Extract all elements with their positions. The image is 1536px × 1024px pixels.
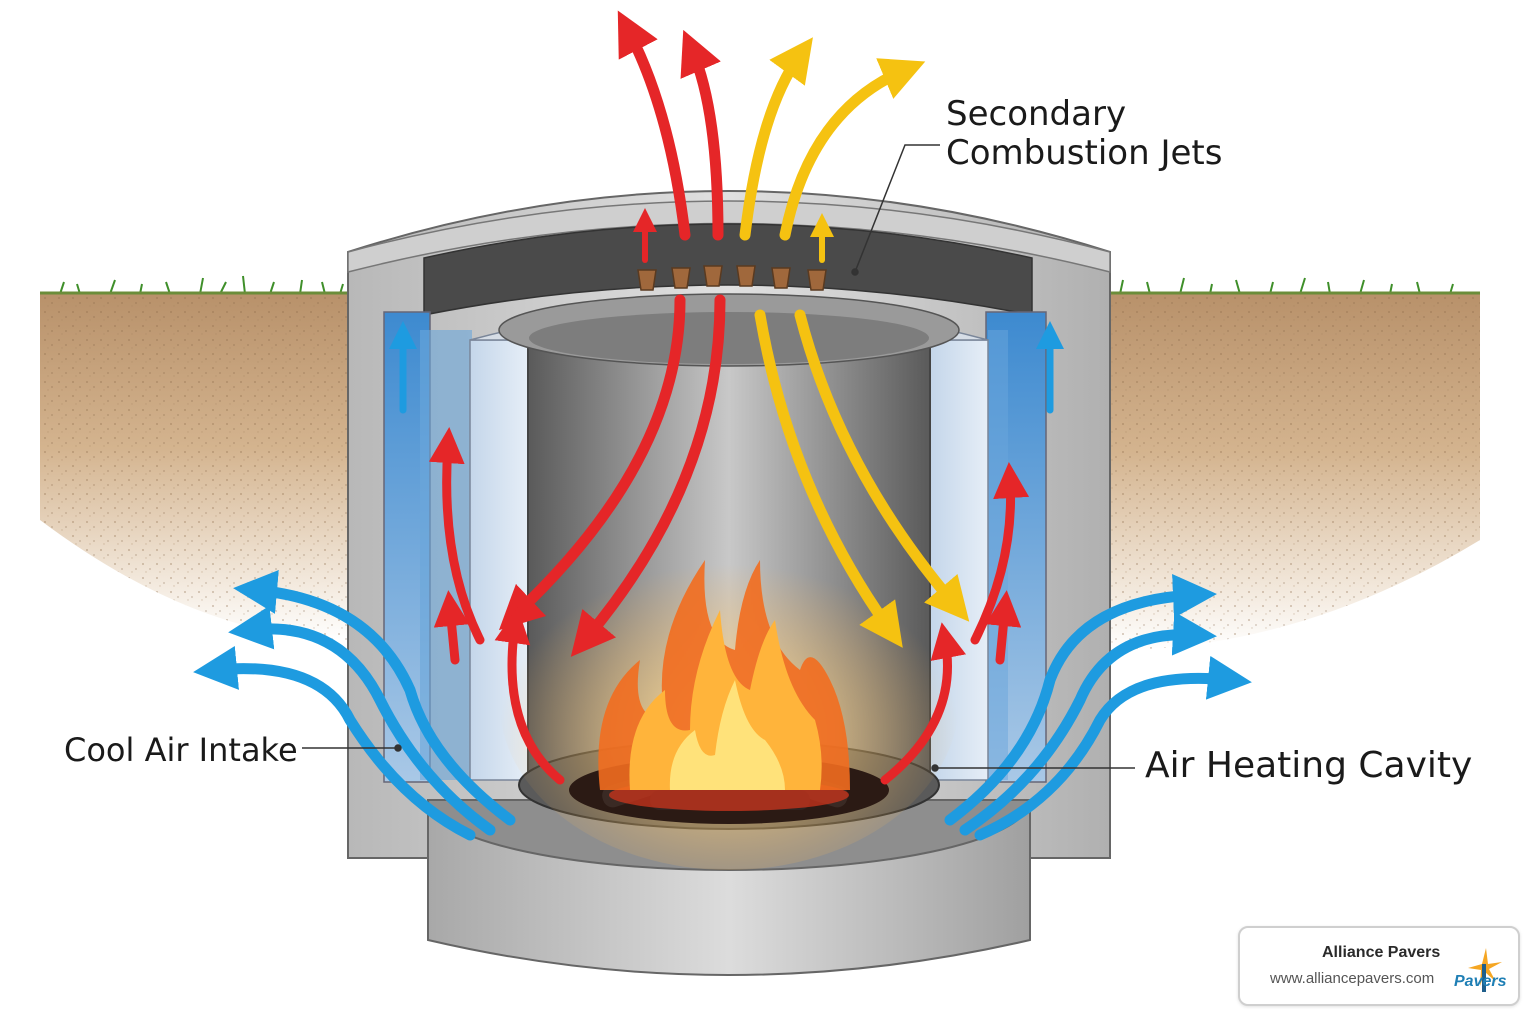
hot-air-arrow <box>880 622 967 785</box>
soil-left <box>40 292 350 640</box>
cool-air-arrow <box>228 605 496 836</box>
cool-air-arrow <box>193 646 476 841</box>
hot-air-arrow <box>498 294 686 631</box>
cool-air-intake-label: Cool Air Intake <box>64 731 298 769</box>
hot-air-arrow <box>428 427 485 645</box>
hot-air-arrow <box>985 590 1022 665</box>
flame-gas-flow-arrows <box>739 37 970 648</box>
secondary-combustion-jets-label-line2: Combustion Jets <box>946 133 1222 173</box>
hot-air-arrow <box>680 29 724 241</box>
hot-air-arrow <box>617 10 691 241</box>
badge-company-name: Alliance Pavers <box>1322 944 1441 961</box>
hot-air-flow-arrows <box>428 10 1030 785</box>
alliance-pavers-badge[interactable]: Alliance Pavers www.alliancepavers.com P… <box>1238 926 1520 1006</box>
secondary-combustion-jets-label-line1: Secondary <box>946 94 1126 134</box>
soil-right <box>1110 292 1480 650</box>
secondary-jets-leader <box>854 144 940 273</box>
hot-air-arrow <box>570 294 726 657</box>
leader-lines <box>302 144 1135 772</box>
flames <box>598 560 850 790</box>
cool-air-arrow <box>233 569 516 826</box>
flame-gas-arrow <box>794 309 970 622</box>
secondary-combustion-jets <box>637 265 827 291</box>
hot-air-arrow <box>494 607 565 785</box>
grass <box>59 275 1454 295</box>
air-heating-cavity <box>383 311 1047 783</box>
air-heating-cavity-label: Air Heating Cavity <box>1145 745 1472 786</box>
cool-air-arrow <box>959 611 1217 836</box>
logo-wordmark: Pavers <box>1454 973 1506 990</box>
hot-air-arrow <box>433 590 470 665</box>
flame-gas-arrow <box>739 37 813 241</box>
badge-website-link[interactable]: www.alliancepavers.com <box>1270 970 1435 987</box>
cool-air-arrow <box>974 655 1252 841</box>
alliance-pavers-logo-icon: Pavers <box>1454 948 1506 992</box>
cool-air-arrow <box>944 573 1217 826</box>
flame-gas-arrow <box>779 58 926 241</box>
cool-air-flow-arrows <box>193 321 1252 841</box>
flame-gas-arrow <box>754 309 903 648</box>
hot-air-arrow <box>970 462 1030 645</box>
